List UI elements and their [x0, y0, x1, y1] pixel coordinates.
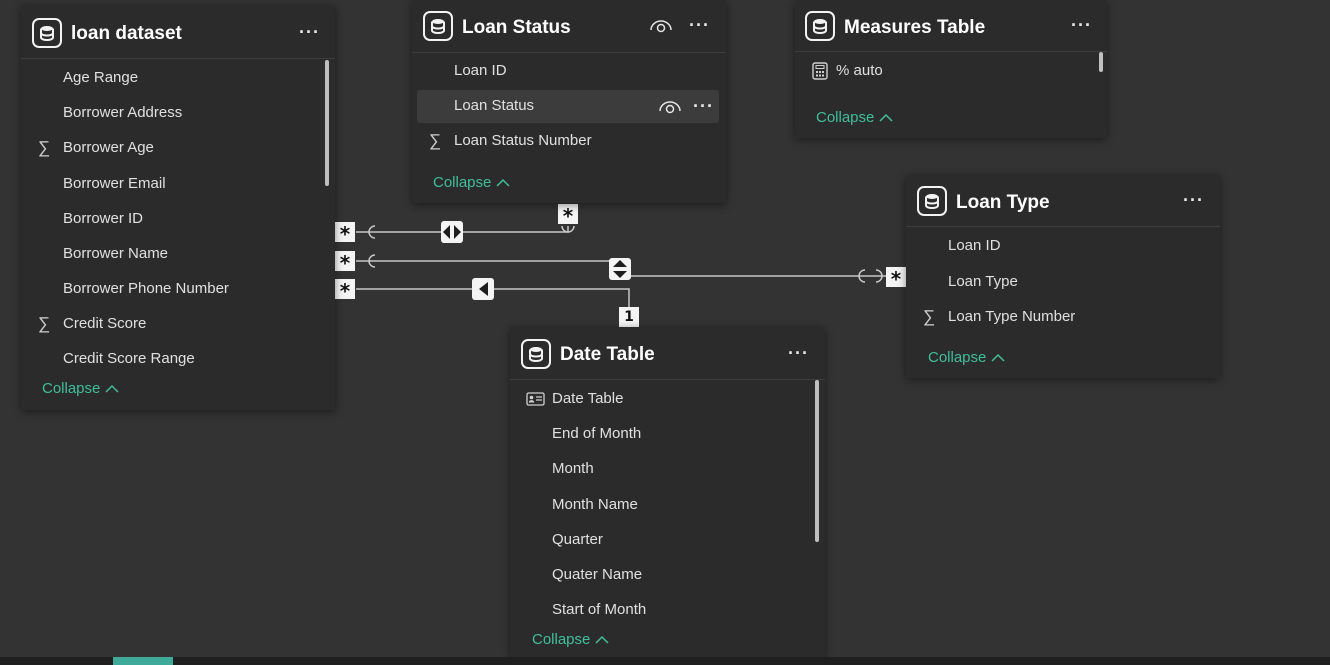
field-item[interactable]: Borrower Phone Number — [63, 280, 229, 297]
collapse-label: Collapse — [816, 109, 875, 126]
table-icon — [917, 186, 947, 216]
field-item[interactable]: Loan Status Number — [454, 132, 592, 149]
field-item[interactable]: Borrower Name — [63, 245, 169, 262]
more-options-icon[interactable]: ··· — [689, 15, 710, 35]
bottom-tab-bar — [0, 657, 1330, 665]
many-marker: * — [335, 222, 355, 246]
field-item[interactable]: Age Range — [63, 69, 139, 86]
field-item[interactable]: Loan Status — [454, 97, 535, 114]
field-item[interactable]: Month — [552, 460, 594, 477]
card-title: loan dataset — [71, 23, 182, 44]
table-icon — [521, 339, 551, 369]
field-item[interactable]: Date Table — [552, 390, 624, 407]
bidirectional-filter-vertical-icon[interactable] — [609, 258, 631, 280]
visibility-eye-icon[interactable] — [650, 19, 672, 33]
card-title: Date Table — [560, 344, 655, 365]
one-marker: 1 — [619, 307, 639, 327]
field-item[interactable]: Borrower Address — [63, 104, 183, 121]
many-marker: * — [558, 204, 578, 228]
collapse-label: Collapse — [42, 380, 101, 397]
field-item[interactable]: % auto — [836, 62, 883, 79]
field-item[interactable]: End of Month — [552, 425, 642, 442]
field-item[interactable]: Loan Type Number — [948, 308, 1076, 325]
single-filter-left-icon[interactable] — [472, 278, 494, 300]
field-item[interactable]: Borrower Age — [63, 139, 154, 156]
chevron-up-icon — [879, 113, 893, 122]
scrollbar[interactable] — [815, 380, 819, 542]
field-item[interactable]: Borrower Email — [63, 175, 166, 192]
chevron-up-icon — [105, 384, 119, 393]
sigma-icon: ∑ — [38, 138, 51, 157]
collapse-button[interactable]: Collapse — [928, 348, 1005, 368]
field-item[interactable]: Quater Name — [552, 566, 643, 583]
field-item[interactable]: Month Name — [552, 496, 638, 513]
table-card-date-table[interactable]: Date Table ··· Date Table End of Month M… — [510, 327, 825, 657]
table-icon — [423, 11, 453, 41]
table-icon — [32, 18, 62, 48]
table-card-loan-dataset[interactable]: loan dataset ··· Age Range Borrower Addr… — [21, 5, 335, 410]
sigma-icon: ∑ — [429, 131, 442, 150]
id-card-icon — [526, 392, 545, 406]
field-item[interactable]: Credit Score Range — [63, 350, 195, 367]
table-card-measures-table[interactable]: Measures Table ··· % auto Collapse — [795, 0, 1107, 138]
bidirectional-filter-icon[interactable] — [441, 221, 463, 243]
collapse-label: Collapse — [928, 349, 987, 366]
card-title: Measures Table — [844, 17, 986, 38]
collapse-button[interactable]: Collapse — [816, 108, 893, 128]
field-item[interactable]: Borrower ID — [63, 210, 144, 227]
table-icon — [805, 11, 835, 41]
sigma-icon: ∑ — [923, 307, 936, 326]
sigma-icon: ∑ — [38, 314, 51, 333]
table-card-loan-type[interactable]: Loan Type ··· Loan ID Loan Type ∑ Loan T… — [906, 175, 1220, 378]
scrollbar[interactable] — [325, 60, 329, 186]
field-item[interactable]: Quarter — [552, 531, 603, 548]
table-card-loan-status[interactable]: Loan Status ··· Loan ID Loan Status ··· … — [412, 0, 726, 203]
collapse-button[interactable]: Collapse — [532, 630, 609, 650]
field-item[interactable]: Start of Month — [552, 601, 647, 618]
more-options-icon[interactable]: ··· — [1183, 190, 1204, 210]
card-header[interactable]: Measures Table ··· — [795, 0, 1107, 52]
chevron-up-icon — [595, 635, 609, 644]
field-item[interactable]: Credit Score — [63, 315, 147, 332]
field-item[interactable]: Loan ID — [454, 62, 507, 79]
visibility-eye-icon[interactable] — [659, 100, 681, 114]
chevron-up-icon — [991, 353, 1005, 362]
more-options-icon[interactable]: ··· — [788, 343, 809, 363]
card-header[interactable]: Date Table ··· — [510, 327, 825, 380]
more-options-icon[interactable]: ··· — [693, 96, 714, 116]
many-marker: * — [335, 251, 355, 275]
collapse-button[interactable]: Collapse — [42, 379, 119, 399]
collapse-label: Collapse — [532, 631, 591, 648]
many-marker: * — [886, 267, 906, 291]
card-title: Loan Status — [462, 17, 571, 38]
scrollbar[interactable] — [1099, 52, 1103, 72]
active-page-tab[interactable] — [113, 657, 173, 665]
many-marker: * — [335, 279, 355, 303]
field-row-hover[interactable] — [417, 90, 719, 123]
more-options-icon[interactable]: ··· — [1071, 15, 1092, 35]
collapse-label: Collapse — [433, 174, 492, 191]
chevron-up-icon — [496, 178, 510, 187]
more-options-icon[interactable]: ··· — [299, 22, 320, 42]
calculator-icon — [812, 62, 828, 80]
card-title: Loan Type — [956, 192, 1050, 213]
collapse-button[interactable]: Collapse — [433, 173, 510, 193]
field-item[interactable]: Loan Type — [948, 273, 1018, 290]
card-header[interactable]: Loan Status ··· — [412, 0, 726, 53]
card-header[interactable]: loan dataset ··· — [21, 5, 335, 59]
card-header[interactable]: Loan Type ··· — [906, 175, 1220, 227]
field-item[interactable]: Loan ID — [948, 237, 1001, 254]
